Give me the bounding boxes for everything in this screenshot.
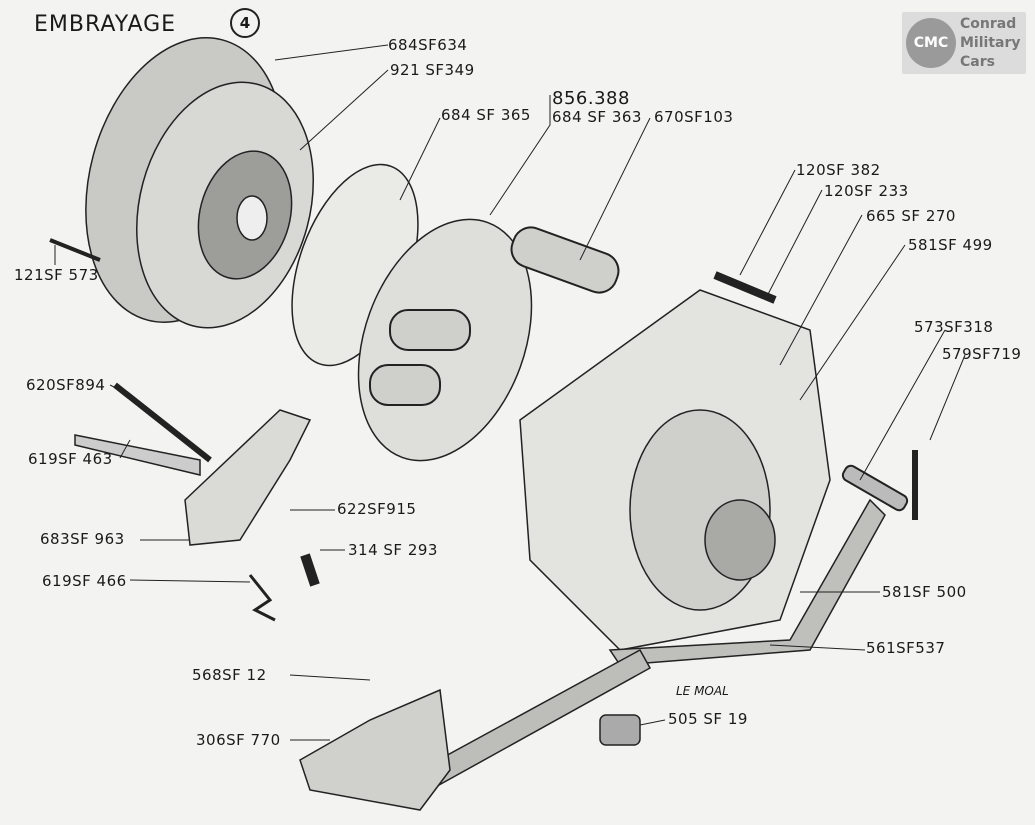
part-label: 561SF537 <box>866 639 946 657</box>
part-label: 619SF 466 <box>42 572 127 590</box>
logo-line: Conrad <box>960 16 1017 32</box>
logo-line: Military <box>960 35 1021 51</box>
part-label: 921 SF349 <box>390 61 475 79</box>
part-label: 573SF318 <box>914 318 994 336</box>
part-label: 120SF 233 <box>824 182 909 200</box>
part-label: 581SF 499 <box>908 236 993 254</box>
artist-signature: LE MOAL <box>676 684 729 698</box>
part-label: 314 SF 293 <box>348 541 438 559</box>
rivet <box>49 238 101 262</box>
plate-number: 4 <box>230 8 260 38</box>
part-label: 622SF915 <box>337 500 417 518</box>
logo-badge: CMC <box>906 18 956 68</box>
part-label: 665 SF 270 <box>866 207 956 225</box>
bushing <box>599 714 641 746</box>
part-label: 684 SF 365 <box>441 106 531 124</box>
part-label: 121SF 573 <box>14 266 99 284</box>
clutch-disc <box>85 37 314 329</box>
diagram-title: EMBRAYAGE <box>34 12 177 37</box>
part-label: 684 SF 363 <box>552 108 642 126</box>
part-label: 670SF103 <box>654 108 734 126</box>
part-label: 306SF 770 <box>196 731 281 749</box>
part-label: 619SF 463 <box>28 450 113 468</box>
logo-name: Conrad Military Cars <box>960 15 1021 72</box>
lever <box>184 409 312 546</box>
clip <box>248 574 276 622</box>
part-label: 683SF 963 <box>40 530 125 548</box>
part-label: 620SF894 <box>26 376 106 394</box>
part-label: 581SF 500 <box>882 583 967 601</box>
logo-line: Cars <box>960 54 995 70</box>
part-label: 120SF 382 <box>796 161 881 179</box>
stud <box>113 382 212 463</box>
part-label: 579SF719 <box>942 345 1022 363</box>
part-label: 505 SF 19 <box>668 710 748 728</box>
part-label: 856.388 <box>552 88 630 109</box>
leader-lines <box>54 44 966 741</box>
part-label: 568SF 12 <box>192 666 267 684</box>
springs <box>369 226 909 512</box>
nut <box>300 553 320 587</box>
pin <box>74 434 201 476</box>
logo: CMC Conrad Military Cars <box>902 12 1026 74</box>
bolt <box>713 271 777 304</box>
shaft-bracket <box>299 688 451 811</box>
part-label: 684SF634 <box>388 36 468 54</box>
